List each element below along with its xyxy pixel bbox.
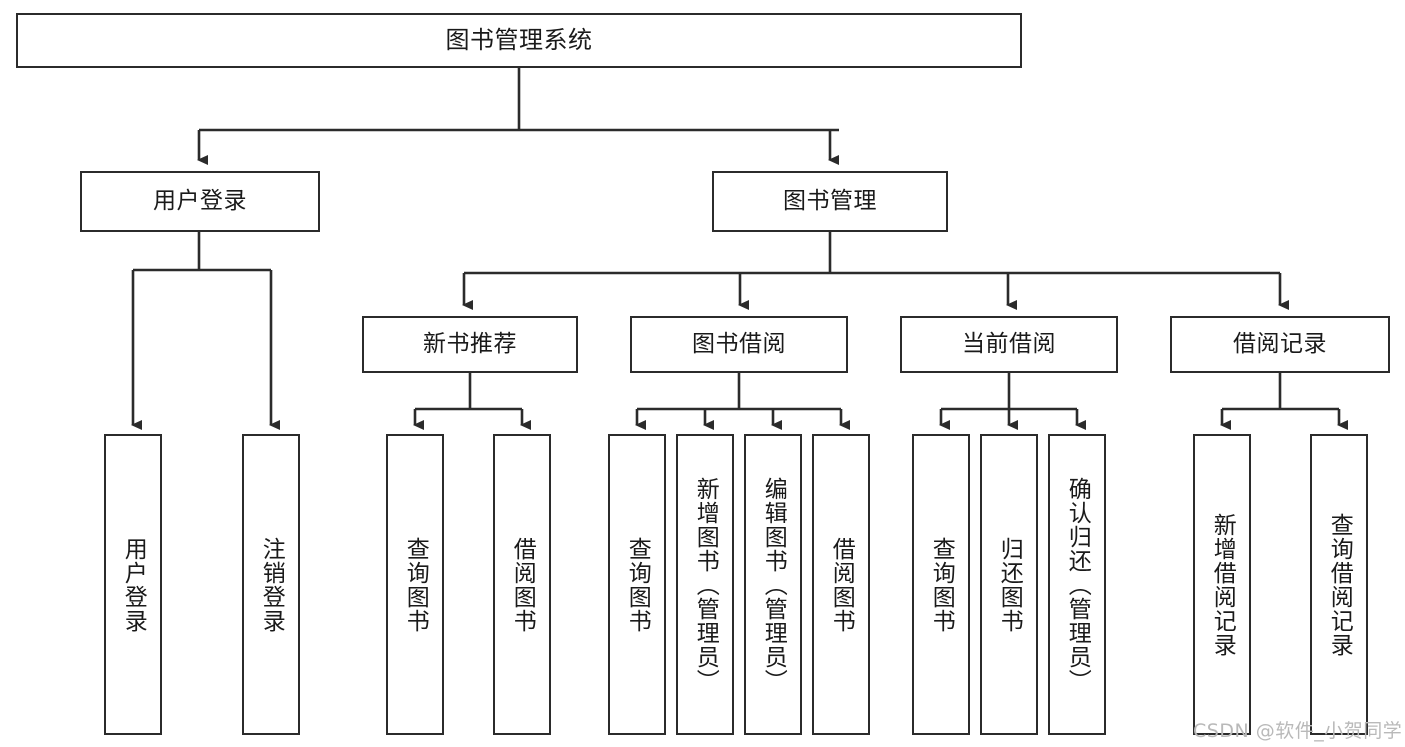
leaf-add-book-admin[interactable]: 新增图书（管理员）: [676, 434, 734, 735]
node-current-borrow[interactable]: 当前借阅: [900, 316, 1118, 373]
leaf-borrow-book-recommend[interactable]: 借阅图书: [493, 434, 551, 735]
leaf-edit-book-admin-label: 编辑图书（管理员）: [760, 476, 787, 693]
node-book-borrow[interactable]: 图书借阅: [630, 316, 848, 373]
node-borrow-record[interactable]: 借阅记录: [1170, 316, 1390, 373]
leaf-add-borrow-record-label: 新增借阅记录: [1209, 512, 1236, 657]
leaf-user-login-label: 用户登录: [120, 536, 147, 633]
node-new-book-recommend[interactable]: 新书推荐: [362, 316, 578, 373]
leaf-return-book[interactable]: 归还图书: [980, 434, 1038, 735]
leaf-confirm-return-admin-label: 确认归还（管理员）: [1064, 476, 1091, 693]
leaf-user-login[interactable]: 用户登录: [104, 434, 162, 735]
leaf-query-book-borrow[interactable]: 查询图书: [608, 434, 666, 735]
node-book-management[interactable]: 图书管理: [712, 171, 948, 232]
leaf-confirm-return-admin[interactable]: 确认归还（管理员）: [1048, 434, 1106, 735]
node-book-borrow-label: 图书借阅: [692, 330, 786, 357]
leaf-add-book-admin-label: 新增图书（管理员）: [692, 476, 719, 693]
node-borrow-record-label: 借阅记录: [1233, 330, 1327, 357]
node-user-login[interactable]: 用户登录: [80, 171, 320, 232]
leaf-add-borrow-record[interactable]: 新增借阅记录: [1193, 434, 1251, 735]
node-current-borrow-label: 当前借阅: [962, 330, 1056, 357]
leaf-query-borrow-record-label: 查询借阅记录: [1326, 512, 1353, 657]
node-root-label: 图书管理系统: [445, 26, 593, 55]
leaf-query-book-current-label: 查询图书: [928, 536, 955, 633]
leaf-query-book-recommend-label: 查询图书: [402, 536, 429, 633]
leaf-return-book-label: 归还图书: [996, 536, 1023, 633]
leaf-edit-book-admin[interactable]: 编辑图书（管理员）: [744, 434, 802, 735]
leaf-logout[interactable]: 注销登录: [242, 434, 300, 735]
leaf-borrow-book[interactable]: 借阅图书: [812, 434, 870, 735]
node-book-management-label: 图书管理: [783, 187, 877, 214]
leaf-query-book-recommend[interactable]: 查询图书: [386, 434, 444, 735]
leaf-borrow-book-label: 借阅图书: [828, 536, 855, 633]
leaf-query-book-current[interactable]: 查询图书: [912, 434, 970, 735]
node-new-book-recommend-label: 新书推荐: [423, 330, 517, 357]
leaf-query-borrow-record[interactable]: 查询借阅记录: [1310, 434, 1368, 735]
watermark: CSDN @软件_小贺同学: [1193, 720, 1403, 742]
leaf-logout-label: 注销登录: [258, 536, 285, 633]
node-root[interactable]: 图书管理系统: [16, 13, 1022, 68]
leaf-borrow-book-recommend-label: 借阅图书: [509, 536, 536, 633]
node-user-login-label: 用户登录: [153, 187, 247, 214]
leaf-query-book-borrow-label: 查询图书: [624, 536, 651, 633]
